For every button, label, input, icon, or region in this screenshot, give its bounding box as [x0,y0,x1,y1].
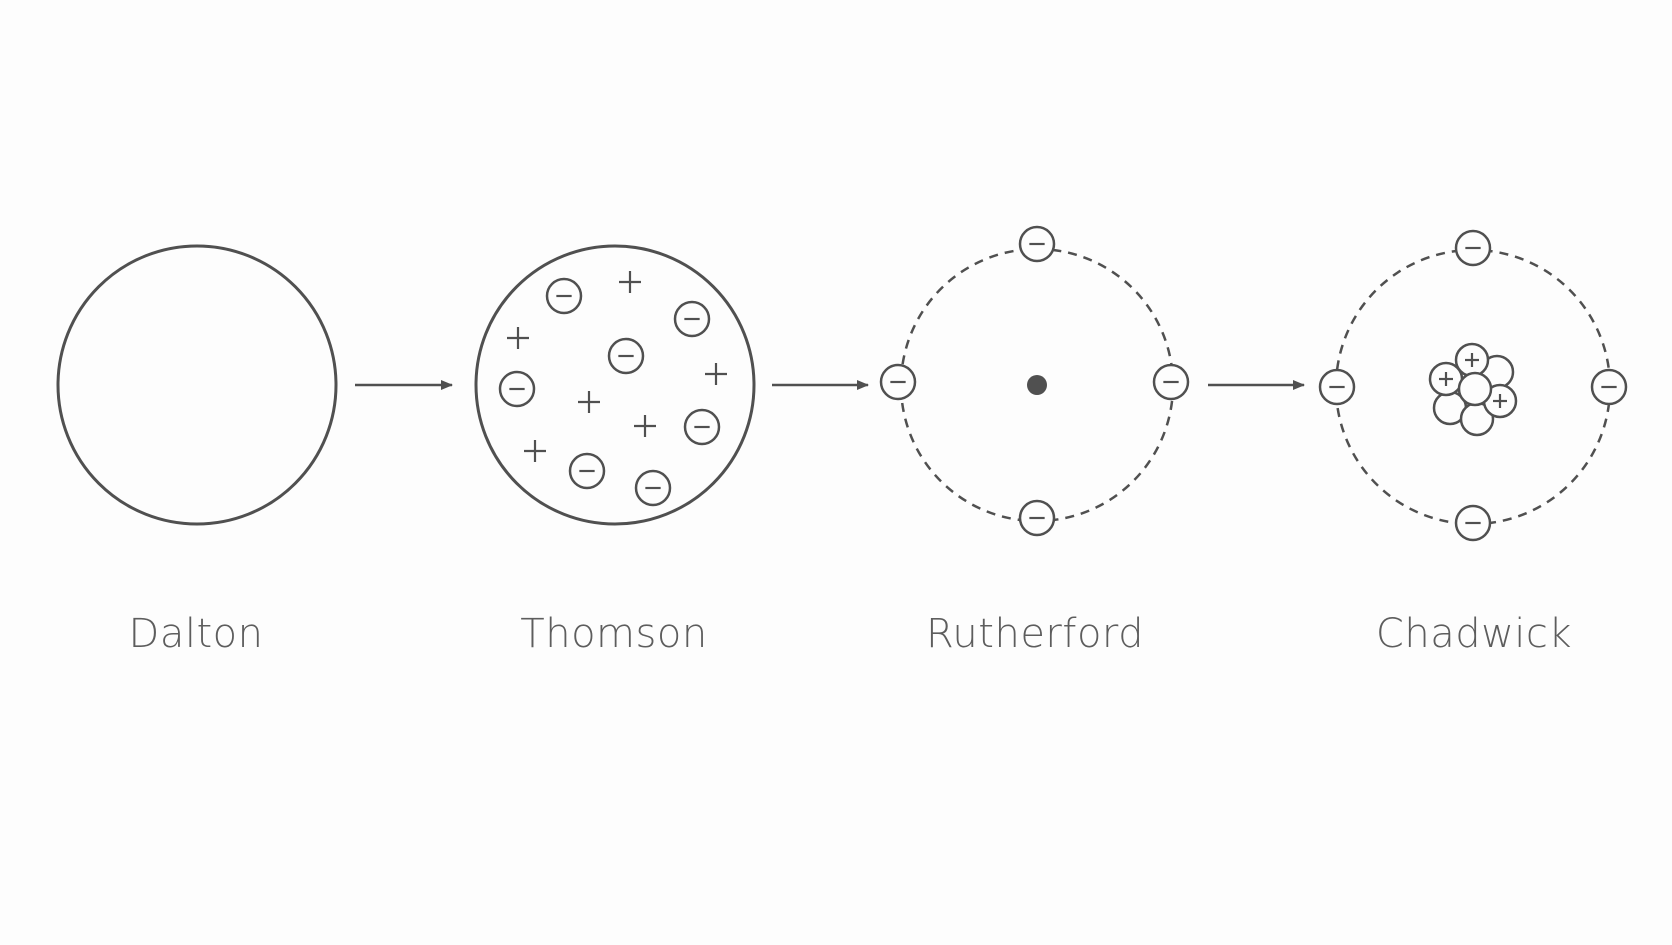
chadwick-electron-icon [1318,368,1356,406]
rutherford-model [879,225,1190,537]
thomson-plum-pudding-sphere [474,244,756,526]
dalton-solid-sphere [56,244,338,526]
chadwick-electrons [1318,229,1628,542]
dalton-model [56,244,338,526]
positive-charge-icon [619,271,641,293]
chadwick-electron-icon [1454,504,1492,542]
thomson-electron-icon [498,370,536,408]
rutherford-electron-icon [879,363,917,401]
chadwick-electron-icon [1454,229,1492,267]
dalton-label: Dalton [128,611,264,657]
positive-charge-icon [507,327,529,349]
rutherford-nucleus [1027,375,1047,395]
proton-icon [1454,342,1490,378]
positive-charge-icon [578,391,600,413]
chadwick-nucleus [1428,342,1518,437]
positive-charge-icon [524,440,546,462]
chadwick-electron-icon [1590,368,1628,406]
neutron-icon [1457,371,1493,407]
positive-charge-icon [634,415,656,437]
rutherford-electron-icon [1018,499,1056,537]
thomson-model [474,244,756,526]
thomson-particles [498,271,727,507]
thomson-label: Thomson [520,611,708,657]
positive-charge-icon [705,363,727,385]
thomson-electron-icon [545,277,583,315]
chadwick-model [1318,229,1628,542]
rutherford-electron-icon [1018,225,1056,263]
thomson-electron-icon [673,300,711,338]
proton-icon [1428,361,1464,397]
chadwick-label: Chadwick [1375,611,1573,657]
rutherford-electrons [879,225,1190,537]
thomson-electron-icon [634,469,672,507]
thomson-electron-icon [607,337,645,375]
rutherford-label: Rutherford [925,611,1145,657]
rutherford-electron-icon [1152,363,1190,401]
thomson-electron-icon [568,452,606,490]
thomson-electron-icon [683,408,721,446]
